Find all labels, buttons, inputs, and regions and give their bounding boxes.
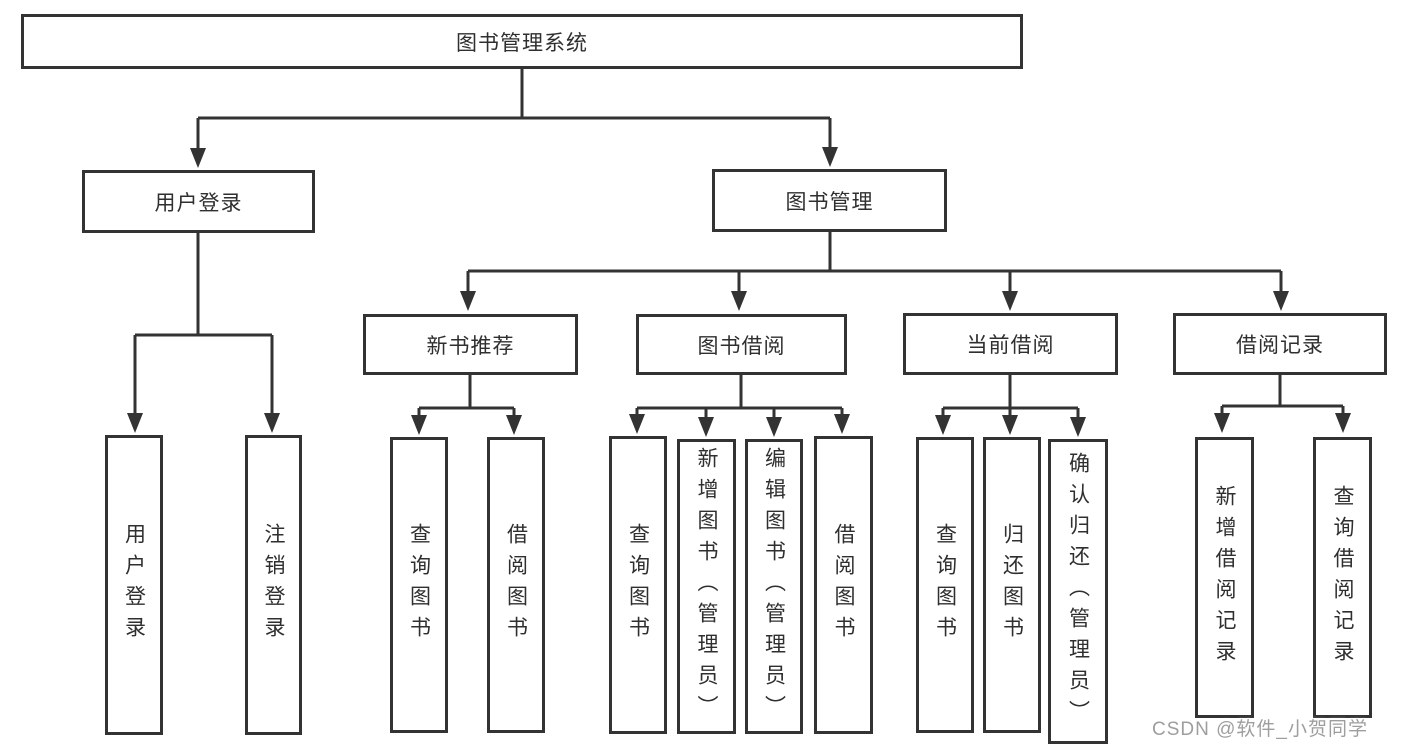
- node-label: 用户登录: [154, 191, 243, 215]
- node-book-borrowing: 图书借阅: [636, 314, 847, 375]
- node-borrow-book-1: 借阅图书: [487, 437, 545, 733]
- node-label: 注销登录: [262, 523, 285, 647]
- node-label: 借阅记录: [1236, 334, 1324, 357]
- node-label: 新增借阅记录: [1213, 484, 1236, 671]
- node-query-book-1: 查询图书: [390, 437, 448, 733]
- node-return-book: 归还图书: [983, 437, 1041, 733]
- node-query-book-2: 查询图书: [609, 436, 667, 734]
- node-add-book-admin: 新增图书（管理员）: [677, 439, 736, 734]
- node-label: 新书推荐: [426, 334, 515, 358]
- node-borrow-book-2: 借阅图书: [814, 436, 873, 734]
- node-label: 编辑图书（管理员）: [762, 447, 786, 726]
- node-borrowing-records: 借阅记录: [1173, 313, 1387, 375]
- connector-current-borrowing: [935, 375, 1086, 437]
- node-book-management: 图书管理: [712, 169, 947, 232]
- node-label: 借阅图书: [504, 523, 528, 647]
- node-current-borrowing: 当前借阅: [903, 313, 1118, 375]
- connector-new-book-recommend: [411, 375, 522, 435]
- node-label: 查询图书: [407, 523, 431, 647]
- node-user-login-branch: 用户登录: [82, 170, 315, 233]
- node-label: 图书借阅: [697, 334, 786, 358]
- node-label: 用户登录: [122, 523, 146, 647]
- node-label: 查询借阅记录: [1331, 484, 1354, 671]
- node-user-login: 用户登录: [105, 435, 163, 735]
- connector-user-login-branch: [127, 233, 280, 433]
- node-label: 查询图书: [933, 523, 957, 647]
- connector-book-borrowing: [629, 375, 850, 437]
- node-label: 新增图书（管理员）: [695, 447, 718, 726]
- node-new-book-recommend: 新书推荐: [363, 314, 578, 375]
- node-query-borrow-record: 查询借阅记录: [1313, 437, 1372, 718]
- node-label: 图书管理系统: [456, 31, 588, 55]
- node-library-management-system: 图书管理系统: [21, 14, 1023, 69]
- connector-borrowing-records: [1214, 375, 1351, 433]
- node-label: 确认归还（管理员）: [1066, 452, 1090, 731]
- node-label: 当前借阅: [966, 334, 1055, 357]
- node-label: 查询图书: [626, 523, 650, 647]
- watermark-csdn: CSDN @软件_小贺同学: [1152, 719, 1368, 740]
- node-add-borrow-record: 新增借阅记录: [1195, 437, 1254, 718]
- node-label: 归还图书: [1000, 523, 1024, 647]
- node-label: 图书管理: [785, 190, 874, 214]
- node-confirm-return-admin: 确认归还（管理员）: [1048, 439, 1108, 744]
- connector-root-to-branches: [190, 68, 838, 168]
- node-query-book-3: 查询图书: [916, 437, 974, 733]
- node-edit-book-admin: 编辑图书（管理员）: [745, 439, 803, 734]
- node-logout: 注销登录: [245, 435, 302, 735]
- node-label: 借阅图书: [832, 523, 855, 647]
- connector-book-management-branch: [460, 232, 1289, 311]
